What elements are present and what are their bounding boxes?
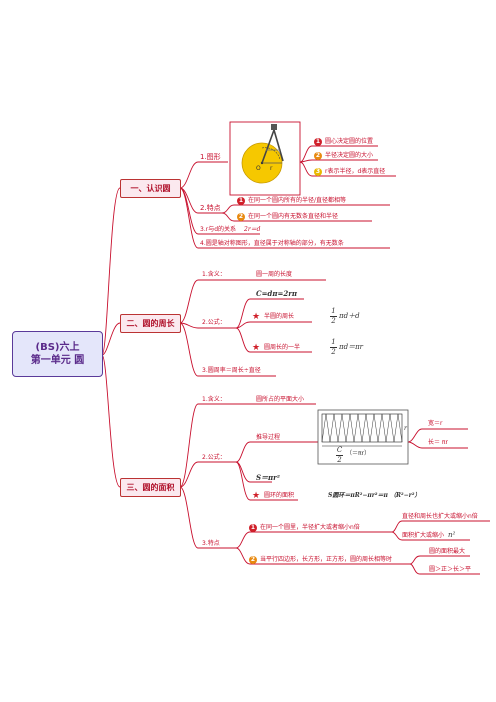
b3-meaning-label: 1.含义： <box>202 396 226 403</box>
root-title-line1: (BS)六上 <box>35 341 80 353</box>
link-b1-tuxing <box>179 161 199 189</box>
b1-note2: 半径决定圆的大小 <box>325 152 374 159</box>
b3-features-label: 3.特点 <box>202 540 220 547</box>
b3-derive-label: 推导过程 <box>256 434 281 441</box>
b1-feature2: 在同一个圆内有无数条直径和半径 <box>248 213 339 220</box>
b3-feature1-result1: 直径和周长也扩大或缩小n倍 <box>402 513 478 520</box>
b3-feature1: 在同一个圆里，半径扩大或者缩小n倍 <box>260 524 360 531</box>
b2-half-formula: πd＋d <box>339 312 360 320</box>
b3-ring-label: 圆环的面积 <box>264 492 295 499</box>
connector-lines <box>101 145 490 575</box>
link-root-b2 <box>101 322 121 356</box>
branch-recognize-circle[interactable]: 一、认识圆 <box>120 179 181 198</box>
b1-relation-label: 3.r与d的关系 <box>200 226 237 233</box>
star-icon: ★ <box>252 343 261 353</box>
b2-half-label: 半圆的周长 <box>264 313 295 320</box>
b1-note1: 圆心决定圆的位置 <box>325 138 374 145</box>
branch-circumference[interactable]: 二、圆的周长 <box>120 314 181 333</box>
b2-halfc-formula: πd＝πr <box>339 343 364 351</box>
b3-length: 长＝ πr <box>428 439 448 446</box>
b2-halfc-label: 圆周长的一半 <box>264 344 301 351</box>
b3-feature1-result2-tail: n² <box>448 531 456 539</box>
b3-feature2: 当平行四边形，长方形，正方形，圆的周长相等时 <box>260 556 393 563</box>
b1-feature2-badge: 2 <box>237 213 245 221</box>
star-icon: ★ <box>252 491 261 501</box>
b3-area-formula: S＝πr² <box>256 473 280 482</box>
b1-feature-label: 2.特点 <box>200 204 221 212</box>
star-icon: ★ <box>252 312 261 322</box>
b3-feature2-result2: 圆＞正＞长＞平 <box>429 566 472 573</box>
b1-feature1-badge: 1 <box>237 197 245 205</box>
b3-ring-formula: S圆环＝πR²−πr²＝π （R²−r²） <box>328 492 421 499</box>
b1-note3: r表示半径，d表示直径 <box>325 168 386 175</box>
b3-meaning-text: 圆所占的平面大小 <box>256 396 305 403</box>
b3-formula-label: 2.公式： <box>202 454 226 461</box>
b1-feature1: 在同一个圆内所有的半径/直径都相等 <box>248 197 347 204</box>
root-node[interactable]: (BS)六上 第一单元 圆 <box>12 331 103 377</box>
b3-width: 宽＝r <box>428 420 443 427</box>
triangle-strip-zigzag <box>321 413 403 443</box>
root-title-line2: 第一单元 圆 <box>30 355 85 366</box>
b1-note3-badge: 3 <box>314 168 322 176</box>
link-root-b1 <box>101 187 121 356</box>
b3-derive-tail: （＝πr） <box>346 450 371 457</box>
b1-shape-label: 1.图形 <box>200 153 221 161</box>
b1-note2-badge: 2 <box>314 152 322 160</box>
b3-feature1-badge: 1 <box>249 524 257 532</box>
b1-relation-formula: 2r＝d <box>244 226 261 233</box>
b2-formula-main: C=dπ=2rπ <box>256 289 298 298</box>
b2-pi: 3.圆周率＝周长÷直径 <box>202 367 261 374</box>
b2-meaning-label: 1.含义： <box>202 271 226 278</box>
branch-area[interactable]: 三、圆的面积 <box>120 478 181 497</box>
circle-center-label: O <box>256 165 261 172</box>
b3-feature2-result1: 圆的面积最大 <box>429 548 466 555</box>
b3-feature1-result2: 面积扩大或缩小 <box>402 532 445 539</box>
link-root-b3 <box>101 354 121 488</box>
b1-note1-badge: 1 <box>314 138 322 146</box>
circle-radius-label: r <box>270 165 273 172</box>
triangle-strip <box>321 413 403 443</box>
compass-circle-figure <box>241 124 284 184</box>
b2-meaning-text: 圆一周的长度 <box>256 271 293 278</box>
b3-feature2-badge: 2 <box>249 556 257 564</box>
b1-symmetry: 4.圆是轴对称图形，直径属于对称轴的部分，有无数条 <box>200 240 344 247</box>
b3-strip-r: r <box>404 425 407 432</box>
b2-formula-label: 2.公式： <box>202 319 226 326</box>
